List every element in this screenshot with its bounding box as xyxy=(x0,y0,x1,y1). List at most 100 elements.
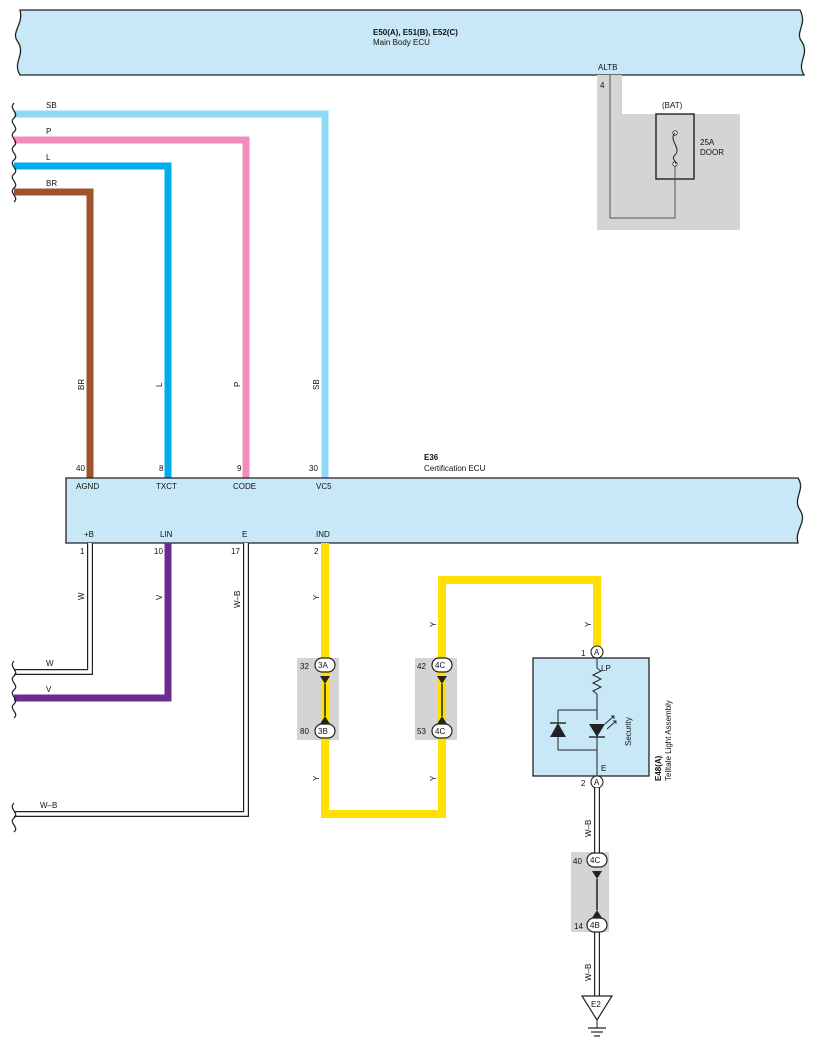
wire-sb-end-label: SB xyxy=(46,101,57,110)
junction-3-bottom-oval xyxy=(586,917,608,933)
wire-v xyxy=(14,543,172,702)
resistor-icon xyxy=(591,667,603,695)
fuse-icon xyxy=(672,132,678,165)
junction-1-arrow-up-icon xyxy=(320,716,330,724)
fuse-name: DOOR xyxy=(700,148,724,157)
telltale-indicator-label: Security xyxy=(624,717,633,746)
telltale-pin-bottom-connector: A xyxy=(594,778,600,787)
pin-code-number: 9 xyxy=(237,464,242,473)
wire-ind-label-3: Y xyxy=(429,621,438,627)
pin-txct-number: 8 xyxy=(159,464,164,473)
junction-1-arrow-down-icon xyxy=(320,676,330,684)
junction-2-bottom-pin: 53 xyxy=(417,727,426,736)
telltale-light-assembly: 1 A LP Security E 2 A E48(A) Telltale Li… xyxy=(532,645,673,789)
ground-triangle-icon xyxy=(580,995,614,1022)
wire-w-inner xyxy=(14,543,92,674)
main-body-ecu-code: E50(A), E51(B), E52(C) xyxy=(373,28,458,37)
telltale-name: Telltale Light Assembly xyxy=(664,700,673,781)
telltale-box xyxy=(532,657,650,777)
main-body-ecu-box xyxy=(14,9,806,76)
wire-wb-end-label: W–B xyxy=(40,801,57,810)
wire-w xyxy=(14,543,93,675)
wire-wb-inner xyxy=(14,543,248,816)
wire-p-vertical-label: P xyxy=(233,382,242,387)
junction-2-top-code: 4C xyxy=(435,661,445,670)
telltale-pin-top-number: 1 xyxy=(581,649,586,658)
telltale-pin-top-connector: A xyxy=(594,648,600,657)
junction-3-arrow-up-icon xyxy=(592,910,602,918)
pin-lin-name: LIN xyxy=(160,530,173,539)
ground-wire-label-1: W–B xyxy=(584,820,593,837)
wire-ind-label-1: Y xyxy=(312,594,321,600)
pin-txct-name: TXCT xyxy=(156,482,177,491)
pin-code-name: CODE xyxy=(233,482,256,491)
junction-1-bottom-code: 3B xyxy=(318,727,328,736)
ground-code: E2 xyxy=(591,1000,601,1009)
wire-p xyxy=(14,136,250,478)
pin-agnd-name: AGND xyxy=(76,482,99,491)
junction-1-top-pin: 32 xyxy=(300,662,309,671)
wire-l-vertical-label: L xyxy=(155,382,164,387)
diode-icon xyxy=(550,723,566,737)
wire-br xyxy=(14,188,94,478)
junction-1-top-oval xyxy=(314,657,336,673)
wire-ind-label-4: Y xyxy=(429,775,438,781)
telltale-pin-bottom-number: 2 xyxy=(581,779,586,788)
wire-v-end-label: V xyxy=(46,685,52,694)
pin-b-name: +B xyxy=(84,530,94,539)
certification-ecu: E36 Certification ECU 40 8 9 30 AGND TXC… xyxy=(65,453,804,556)
pin-ind-number: 2 xyxy=(314,547,319,556)
junction-2-bottom-oval xyxy=(431,723,453,739)
cert-ecu-box xyxy=(65,477,804,544)
pin-e-name: E xyxy=(242,530,247,539)
wire-br-end-label: BR xyxy=(46,179,57,188)
junction-connector-3: 40 4C 14 4B xyxy=(573,852,608,933)
altb-pin-number: 4 xyxy=(600,81,605,90)
junction-2-bottom-code: 4C xyxy=(435,727,445,736)
wire-sb xyxy=(14,110,329,478)
junction-1-bottom-pin: 80 xyxy=(300,727,309,736)
pin-lin-number: 10 xyxy=(154,547,163,556)
wire-sb-vertical-label: SB xyxy=(312,379,321,390)
junction-3-top-pin: 40 xyxy=(573,857,582,866)
wire-l-end-label: L xyxy=(46,153,51,162)
main-body-ecu-name: Main Body ECU xyxy=(373,38,430,47)
fuse-source: (BAT) xyxy=(662,101,683,110)
junction-1-bottom-oval xyxy=(314,723,336,739)
wire-v-vertical-label: V xyxy=(155,594,164,600)
wire-wb-vertical-label: W–B xyxy=(233,591,242,608)
telltale-pin-lp: LP xyxy=(601,664,611,673)
junction-2-top-pin: 42 xyxy=(417,662,426,671)
ind-wire-group: Y Y Y Y Y 32 3A 80 3B 42 4C 53 4C xyxy=(297,543,601,818)
wire-ind-label-5: Y xyxy=(584,621,593,627)
cert-ecu-code: E36 xyxy=(424,453,439,462)
wire-l xyxy=(14,162,172,478)
pin-ind-name: IND xyxy=(316,530,330,539)
pin-agnd-number: 40 xyxy=(76,464,85,473)
main-body-ecu: E50(A), E51(B), E52(C) Main Body ECU ALT… xyxy=(14,9,806,76)
telltale-pin-e: E xyxy=(601,764,606,773)
wire-br-vertical-label: BR xyxy=(77,379,86,390)
junction-3-top-code: 4C xyxy=(590,856,600,865)
fuse-block: 4 (BAT) 25A DOOR xyxy=(597,75,740,230)
fuse-connector-shading xyxy=(597,75,740,230)
wire-p-end-label: P xyxy=(46,127,51,136)
junction-connector-1: 32 3A 80 3B xyxy=(300,657,336,739)
led-ray-icon xyxy=(604,715,617,730)
junction-3-bottom-pin: 14 xyxy=(574,922,583,931)
junction-2-top-oval xyxy=(431,657,453,673)
wire-break-left-wb xyxy=(11,802,17,833)
junction-connector-2: 42 4C 53 4C xyxy=(417,657,453,739)
pin-e-number: 17 xyxy=(231,547,240,556)
wire-wb xyxy=(14,543,249,817)
bottom-left-wires: W V W–B W V W–B xyxy=(11,543,249,833)
junction-1-top-code: 3A xyxy=(318,661,328,670)
pin-vc5-number: 30 xyxy=(309,464,318,473)
pin-b-number: 1 xyxy=(80,547,85,556)
ground-path: W–B W–B 40 4C 14 4B E2 xyxy=(571,788,614,1037)
led-icon xyxy=(589,724,605,737)
pin-vc5-name: VC5 xyxy=(316,482,332,491)
fuse-wire xyxy=(609,75,676,219)
junction-3-bottom-code: 4B xyxy=(590,921,600,930)
